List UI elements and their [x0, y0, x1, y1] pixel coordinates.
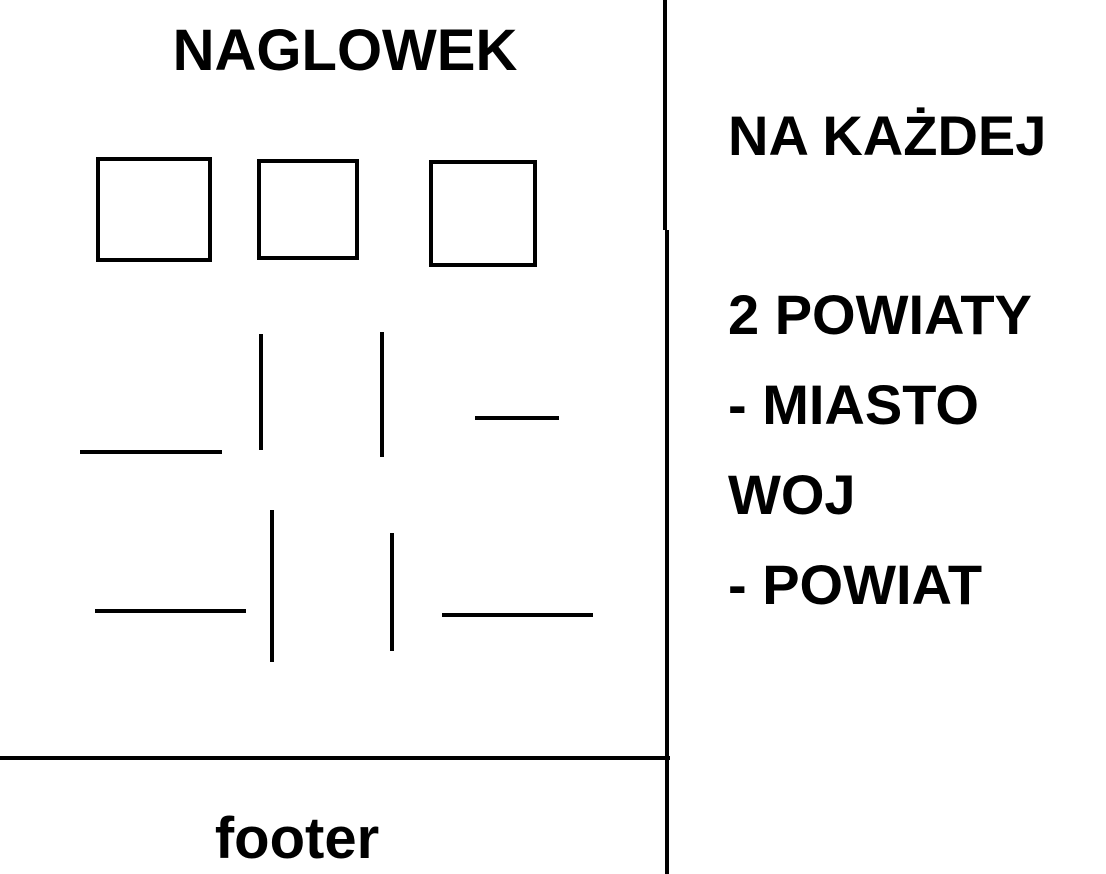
placeholder-box-2[interactable] [257, 159, 359, 260]
header-title: NAGLOWEK [173, 18, 518, 83]
note-line-1: NA KAŻDEJ [728, 104, 1046, 167]
note-line-2: 2 POWIATY [728, 283, 1032, 346]
placeholder-box-3[interactable] [429, 160, 537, 267]
footer-label: footer [215, 806, 379, 871]
note-line-3: - MIASTO [728, 373, 979, 436]
note-line-4: WOJ [728, 463, 856, 526]
placeholder-box-1[interactable] [96, 157, 212, 262]
note-line-5: - POWIAT [728, 553, 982, 616]
